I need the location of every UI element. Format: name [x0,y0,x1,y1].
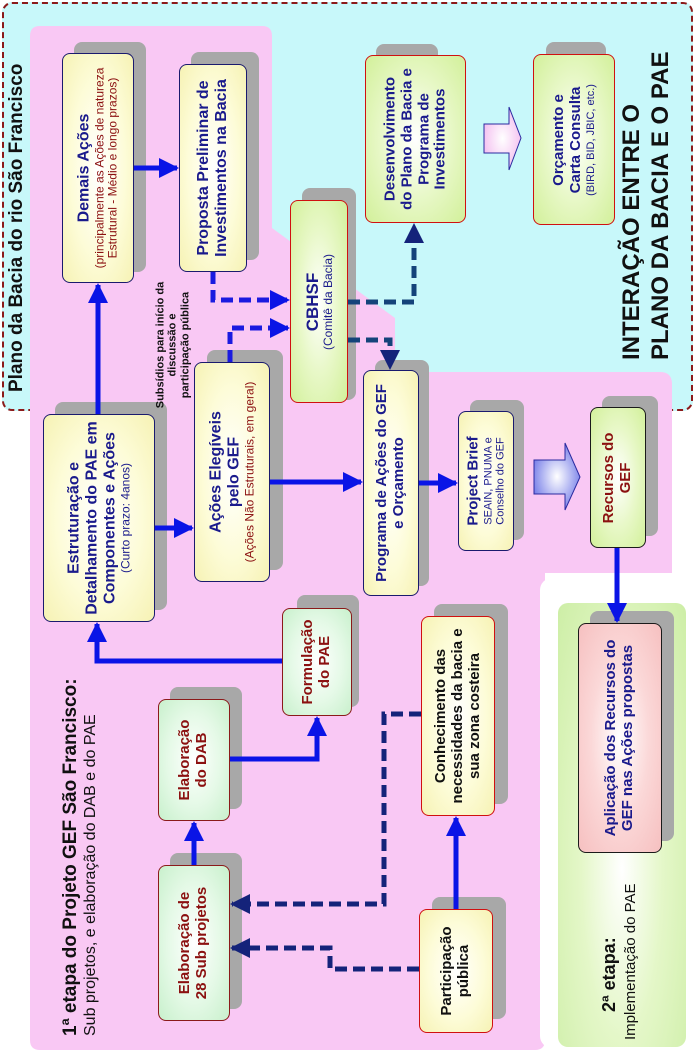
arrow-acoes-to-cbhsf [227,318,290,362]
box-participacao[interactable]: Participação pública [419,909,493,1033]
box-orcamento[interactable]: Orçamento e Carta Consulta (BIRD, BID, J… [533,54,615,225]
box-conhecimento[interactable]: Conhecimento das necessidades da bacia e… [421,616,495,816]
box-acoes-elegiveis[interactable]: Ações Elegíveis pelo GEF (Ações Não Estr… [194,362,270,582]
box-elaboracao-dab[interactable]: Elaboração do DAB [158,699,230,821]
box-recursos-gef[interactable]: Recursos do GEF [590,407,646,548]
big-arrow-desenvolvimento-to-orcamento [483,106,522,171]
arrow-cbhsf-to-desenvolvimento [348,223,424,305]
arrow-proposta-to-cbhsf [210,272,290,310]
box-proposta-preliminar[interactable]: Proposta Preliminar de Investimentos na … [179,64,247,272]
arrow-cbhsf-to-programa [348,337,400,370]
box-estruturacao[interactable]: Estruturação e Detalhamento do PAE em Co… [43,414,155,622]
arrow-formulacao-to-estruturacao [87,622,282,664]
box-elaboracao-subprojetos[interactable]: Elaboração de 28 Sub projetos [158,865,230,1021]
arrow-participacao-to-subprojetos [230,938,419,972]
box-aplicacao[interactable]: Aplicação dos Recursos do GEF nas Ações … [578,623,662,853]
arrow-conhecimento-to-subprojetos [230,711,421,914]
box-programa-acoes[interactable]: Programa de Ações do GEF e Orçamento [363,370,419,596]
box-demais-acoes[interactable]: Demais Ações (principalmente as Ações de… [62,53,134,283]
box-formulacao-pae[interactable]: Formulação do PAE [282,608,352,716]
box-cbhsf[interactable]: CBHSF (Comitê da Bacia) [290,200,348,403]
big-arrow-brief-to-recursos [533,442,581,511]
box-project-brief[interactable]: Project Brief SEAIN, PNUMA e Conselho do… [458,411,514,551]
arrow-dab-to-formulacao [230,716,327,762]
box-desenvolvimento[interactable]: Desenvolvimento do Plano da Bacia e Prog… [365,55,466,223]
